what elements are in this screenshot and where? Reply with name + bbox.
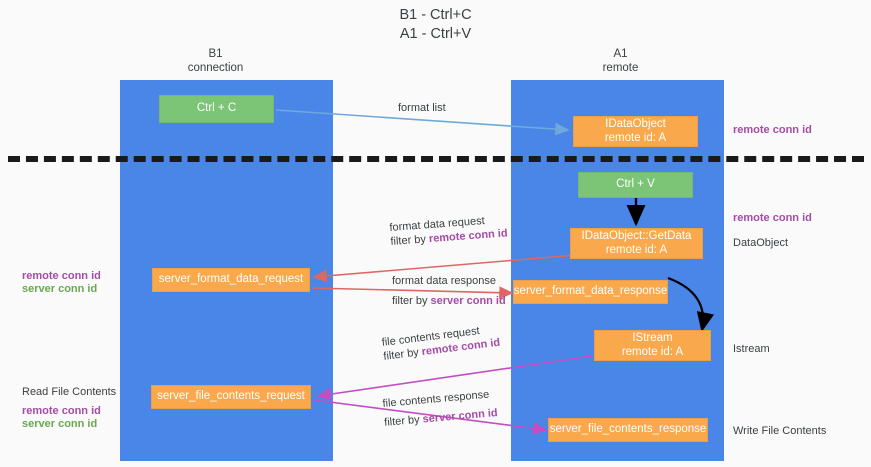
node-istream-line1: IStream xyxy=(632,332,673,344)
annotation-left-remote-conn-id-2: remote conn id xyxy=(22,405,101,417)
edge-label-format-data-response-filter: filter by server conn id xyxy=(392,294,506,308)
edge-label-format-data-request: format data request filter by remote con… xyxy=(389,212,508,249)
annotation-dataobject: DataObject xyxy=(733,237,789,249)
title-line-1: B1 - Ctrl+C xyxy=(399,7,472,23)
filter-key-server-conn-id: server conn id xyxy=(430,295,506,307)
node-server-file-contents-response[interactable]: server_file_contents_response xyxy=(548,418,708,442)
node-server-format-data-response[interactable]: server_format_data_response xyxy=(513,280,668,304)
node-server-format-data-request-label: server_format_data_request xyxy=(158,273,304,286)
diagram-title: B1 - Ctrl+C A1 - Ctrl+V xyxy=(0,6,871,44)
annotation-read-file-contents: Read File Contents xyxy=(22,386,117,398)
node-ctrl-c-label: Ctrl + C xyxy=(196,102,237,115)
annotation-write-file-contents: Write File Contents xyxy=(733,425,827,437)
edge-label-format-data-response-text: format data response xyxy=(392,275,496,287)
node-ctrl-c[interactable]: Ctrl + C xyxy=(159,95,274,123)
node-server-format-data-request[interactable]: server_format_data_request xyxy=(152,268,310,292)
node-istream-line2: remote id: A xyxy=(621,345,684,358)
column-header-b1-role: connection xyxy=(187,62,244,74)
node-idataobject-line2: remote id: A xyxy=(604,131,667,144)
filter-key-server-conn-id-2: server conn id xyxy=(422,407,499,426)
node-server-file-contents-response-label: server_file_contents_response xyxy=(549,423,707,436)
node-getdata-line1: IDataObject::GetData xyxy=(581,230,692,242)
node-server-file-contents-request[interactable]: server_file_contents_request xyxy=(151,385,311,409)
annotation-remote-conn-id-top: remote conn id xyxy=(733,124,812,136)
node-idataobject-getdata[interactable]: IDataObject::GetData remote id: A xyxy=(570,228,703,259)
column-header-a1-name: A1 xyxy=(613,48,628,60)
filter-prefix-2: filter by xyxy=(392,295,431,307)
annotation-remote-conn-id-mid: remote conn id xyxy=(733,212,812,224)
edge-label-file-contents-request: file contents request filter by remote c… xyxy=(381,322,501,364)
node-server-file-contents-request-label: server_file_contents_request xyxy=(157,390,305,403)
section-divider xyxy=(8,156,864,162)
node-idataobject-line1: IDataObject xyxy=(605,118,666,130)
annotation-left-remote-conn-id: remote conn id xyxy=(22,270,101,282)
node-ctrl-v-label: Ctrl + V xyxy=(616,178,655,191)
column-header-a1: A1 remote xyxy=(563,47,678,75)
annotation-left-server-conn-id: server conn id xyxy=(22,283,98,295)
edge-label-file-contents-response-filter: filter by server conn id xyxy=(384,406,499,430)
column-header-b1: B1 connection xyxy=(158,47,273,75)
edge-label-format-list: format list xyxy=(398,102,446,114)
node-server-format-data-response-label: server_format_data_response xyxy=(513,285,668,298)
filter-prefix: filter by xyxy=(390,233,430,248)
annotation-istream: Istream xyxy=(733,343,770,355)
filter-prefix-3: filter by xyxy=(382,346,423,363)
node-idataobject[interactable]: IDataObject remote id: A xyxy=(573,116,698,147)
filter-prefix-4: filter by xyxy=(383,413,424,429)
column-header-b1-name: B1 xyxy=(208,48,223,60)
node-istream[interactable]: IStream remote id: A xyxy=(594,330,711,361)
title-line-2: A1 - Ctrl+V xyxy=(399,26,472,42)
node-ctrl-v[interactable]: Ctrl + V xyxy=(578,172,693,198)
edge-label-file-contents-response: file contents response filter by server … xyxy=(382,387,498,430)
annotation-left-server-conn-id-2: server conn id xyxy=(22,418,98,430)
column-header-a1-role: remote xyxy=(602,62,639,74)
edge-label-format-data-response: format data response filter by server co… xyxy=(392,274,506,308)
node-getdata-line2: remote id: A xyxy=(605,243,668,256)
